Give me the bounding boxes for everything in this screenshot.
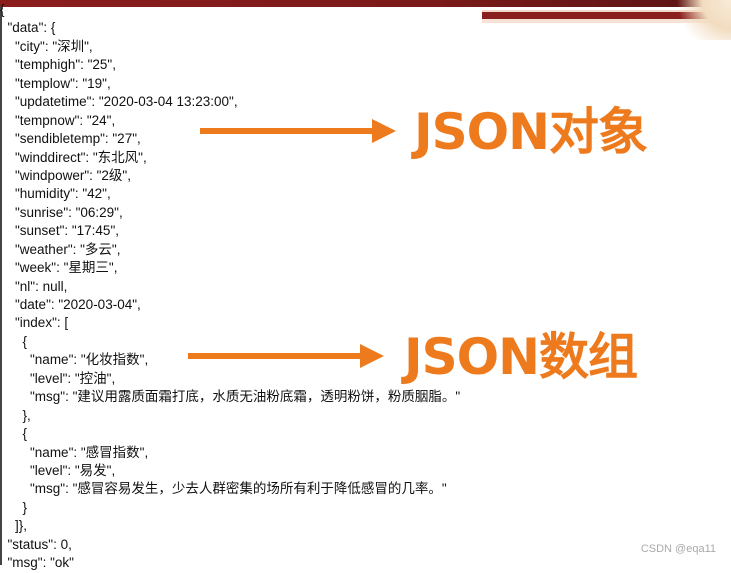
code-line: "msg": "感冒容易发生，少去人群密集的场所有利于降低感冒的几率。" [0, 481, 447, 497]
code-line: "level": "控油", [0, 370, 116, 386]
code-line: "templow": "19", [0, 75, 111, 91]
code-line: "week": "星期三", [0, 260, 118, 276]
arrow-to-array-label [188, 344, 384, 368]
code-line: { [0, 426, 28, 442]
watermark: CSDN @eqa11 [640, 543, 716, 555]
code-line: "temphigh": "25", [0, 57, 116, 73]
code-line: "tempnow": "24", [0, 112, 116, 128]
code-line: "name": "化妆指数", [0, 352, 149, 368]
code-line: "date": "2020-03-04", [0, 297, 141, 312]
slide-top-bar [0, 0, 731, 7]
code-line: }, [0, 407, 31, 423]
json-array-label: JSON数组 [404, 328, 638, 386]
code-line: "winddirect": "东北风", [0, 149, 147, 165]
code-line: "msg": "ok" [0, 555, 74, 571]
slide-header-strip [482, 7, 731, 23]
code-line: "city": "深圳", [0, 38, 93, 54]
code-line: "data": { [0, 20, 56, 36]
arrow-to-object-label [200, 119, 396, 143]
code-line: "index": [ [0, 315, 69, 331]
code-line: "humidity": "42", [0, 186, 111, 202]
code-line: "status": 0, [0, 536, 72, 552]
code-line: "sunset": "17:45", [0, 223, 119, 239]
code-line: "level": "易发", [0, 462, 116, 478]
code-line: "msg": "建议用露质面霜打底，水质无油粉底霜，透明粉饼，粉质胭脂。" [0, 389, 461, 405]
code-line: "weather": "多云", [0, 241, 121, 257]
code-line: "name": "感冒指数", [0, 444, 149, 460]
left-border [0, 7, 2, 565]
slide-corner-decoration [671, 0, 731, 40]
code-line: } [0, 499, 28, 515]
code-line: ]}, [0, 518, 28, 534]
code-line: "sendibletemp": "27", [0, 131, 141, 147]
json-object-label: JSON对象 [414, 103, 648, 161]
code-line: "windpower": "2级", [0, 167, 131, 183]
json-code-block: { "data": { "city": "深圳", "temphigh": "2… [0, 1, 460, 573]
code-line: { [0, 2, 5, 17]
code-line: { [0, 333, 28, 349]
code-line: "sunrise": "06:29", [0, 204, 123, 220]
code-line: "updatetime": "2020-03-04 13:23:00", [0, 94, 238, 110]
code-line: "nl": null, [0, 278, 68, 294]
